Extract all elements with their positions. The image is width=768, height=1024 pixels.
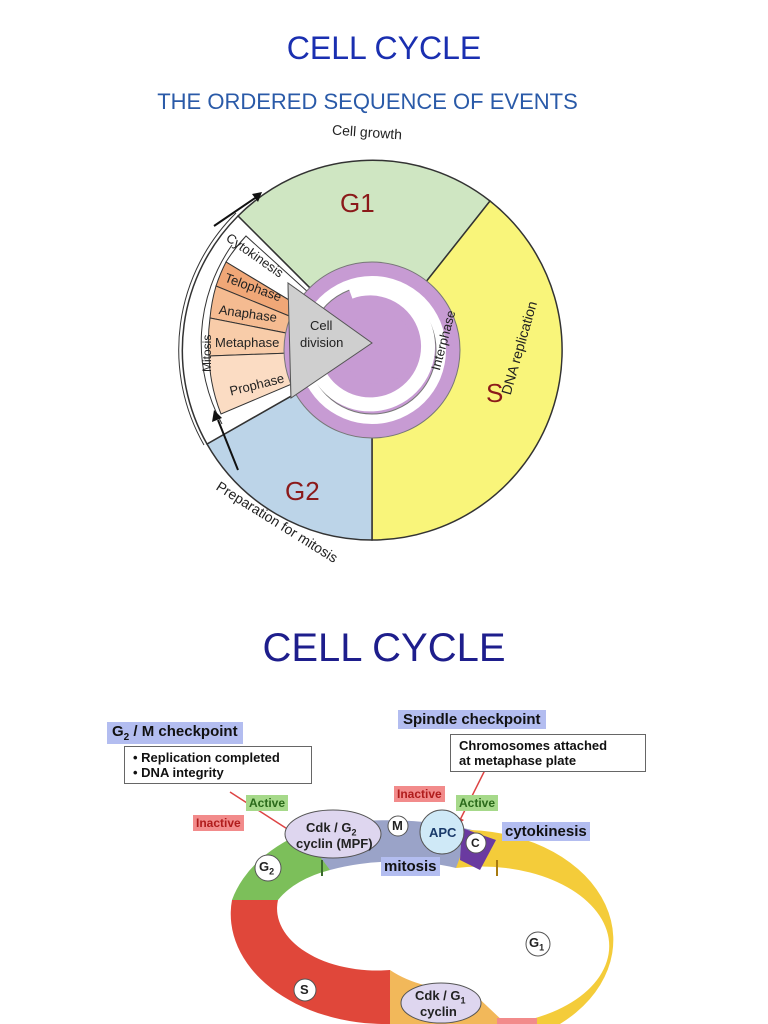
apc-circle [419, 809, 465, 855]
g2-circle [254, 854, 282, 882]
g1cdk-line1: Cdk / G1 [415, 988, 466, 1006]
s-letter-label: S [300, 982, 309, 997]
spindle-note-line1: Chromosomes attached [459, 738, 608, 753]
metaphase-label: Metaphase [215, 335, 280, 350]
g2m-checkpoint-label: G2 / M checkpoint [107, 722, 243, 744]
inactive-right-badge: Inactive [394, 786, 445, 802]
g2m-notes-box: • Replication completed • DNA integrity [124, 746, 312, 784]
cell-label: Cell [310, 318, 333, 333]
spindle-note-box: Chromosomes attached at metaphase plate [450, 734, 646, 772]
slide1-title: CELL CYCLE [286, 30, 482, 66]
mitosis-label-2: mitosis [381, 857, 440, 876]
m-letter: M [392, 818, 403, 833]
g1-sector [236, 159, 492, 352]
s-sector [371, 199, 563, 541]
g2-letter-label: G2 [259, 859, 275, 877]
mpf-line1: Cdk / G2 [306, 820, 357, 838]
mitosis-side-label: Mitosis [200, 334, 214, 372]
interphase-arrow [311, 281, 436, 412]
ring-red-segment [230, 900, 390, 1024]
s-label: S [486, 378, 504, 408]
inactive-left-badge: Inactive [193, 815, 244, 831]
g1-letter-label: G1 [529, 935, 545, 953]
spindle-note-line2: at metaphase plate [459, 753, 577, 768]
division-label: division [300, 335, 344, 350]
cytokinesis-label-2: cytokinesis [502, 822, 590, 841]
apc-label: APC [429, 825, 457, 840]
c-letter: C [471, 836, 480, 850]
c-circle [465, 832, 487, 854]
active-left-badge: Active [246, 795, 289, 811]
g1-cdk-ellipse [400, 982, 482, 1024]
mpf-line2: cyclin (MPF) [296, 836, 373, 851]
mpf-ellipse [284, 809, 382, 859]
cell-cycle-wheel-diagram [178, 159, 563, 541]
g1-circle [525, 931, 551, 957]
note-replication: • Replication completed [133, 750, 280, 765]
slide1-subtitle: THE ORDERED SEQUENCE OF EVENTS [157, 89, 578, 114]
note-dna-integrity: • DNA integrity [133, 765, 224, 780]
g2-label: G2 [285, 476, 320, 506]
active-right-badge: Active [456, 795, 499, 811]
s-circle [293, 978, 317, 1002]
m-circle [387, 815, 409, 837]
checkpoint-ring-diagram [229, 763, 614, 1024]
g1-label: G1 [340, 188, 375, 218]
ring-yellow-segment [456, 830, 614, 1024]
spindle-checkpoint-label: Spindle checkpoint [398, 710, 546, 729]
slide2-title: CELL CYCLE [262, 626, 506, 670]
g1cdk-line2: cyclin [420, 1004, 457, 1019]
